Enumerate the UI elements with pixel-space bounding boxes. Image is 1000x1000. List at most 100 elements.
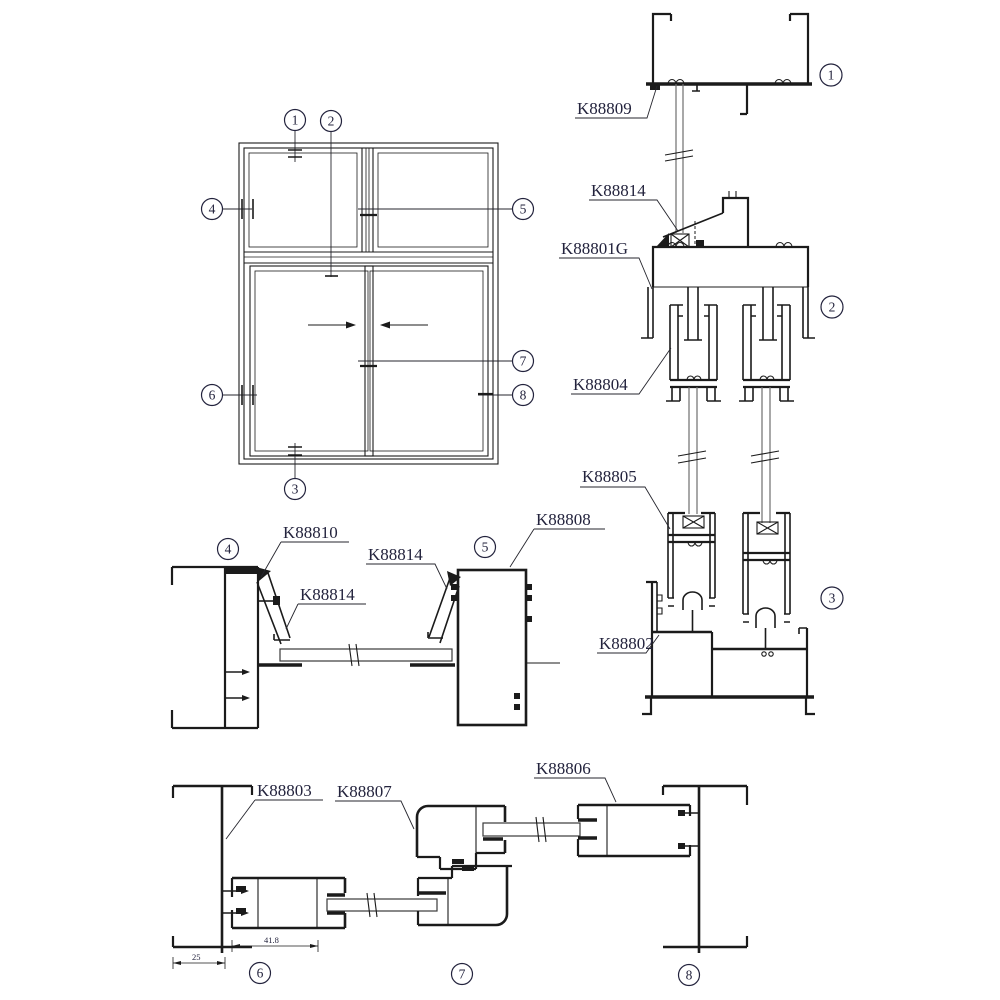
elevation-marker-1-num: 1	[292, 113, 299, 128]
detail-marker-6-num: 6	[257, 966, 264, 981]
elevation-marker-4: 4	[200, 197, 224, 221]
detail-marker-3-num: 3	[829, 591, 836, 606]
fixed-pane-right	[377, 152, 489, 248]
elevation-marker-5-num: 5	[520, 202, 527, 217]
sash-bottom-right-walls	[742, 513, 791, 614]
head-frame-profile	[651, 12, 810, 84]
elevation-marker-4-num: 4	[209, 202, 216, 217]
elevation-marker-8-num: 8	[520, 388, 527, 403]
leader-k88801g	[559, 257, 653, 290]
elevation-leaders	[222, 130, 513, 479]
detail-marker-7: 7	[450, 962, 474, 986]
elevation-marker-3-num: 3	[292, 482, 299, 497]
jamb-profile-right	[663, 784, 747, 953]
detail-marker-8-num: 8	[686, 968, 693, 983]
frame-inner	[243, 147, 494, 460]
sash-top-right-walls	[742, 305, 791, 380]
dimension-25: 25	[172, 952, 226, 969]
detail-marker-1: 1	[819, 63, 843, 87]
section-1-detail: 1 K88809	[575, 12, 843, 233]
part-label-k88803: K88803	[257, 781, 312, 800]
transom	[244, 251, 493, 264]
leader-k88805	[580, 486, 671, 530]
elevation-marker-7-num: 7	[520, 354, 527, 369]
detail-marker-4: 4	[216, 537, 240, 561]
section-2-detail: 2 K88814 K88801G	[559, 181, 844, 341]
roller-left	[682, 591, 703, 632]
glass-break-symbol-2	[348, 643, 360, 667]
part-label-k88814-top: K88814	[591, 181, 646, 200]
sliding-sash-left	[249, 265, 374, 457]
detail-marker-1-num: 1	[828, 68, 835, 83]
elevation-marker-1: 1	[283, 108, 307, 132]
interlock-profiles-k88807	[415, 804, 512, 927]
part-label-k88801g: K88801G	[561, 239, 628, 258]
head-gaskets	[667, 78, 792, 85]
part-label-k88802: K88802	[599, 634, 654, 653]
sliding-track-rails	[684, 287, 777, 341]
glass-clamp-k88805-left	[682, 515, 705, 529]
part-label-k88804: K88804	[573, 375, 628, 394]
leader-k88809	[575, 85, 658, 119]
transom-upstand-block	[721, 196, 750, 247]
glass-pane-vertical-2	[688, 387, 698, 514]
section-4-5-detail: 4 5 K88810 K88814 K88814 K88808	[170, 510, 605, 730]
elevation-view: 1 2 3 4 5 6 7 8	[200, 108, 535, 501]
elevation-marker-3: 3	[283, 477, 307, 501]
elevation-marker-2-num: 2	[328, 114, 335, 129]
glass-pane-horizontal-1	[279, 648, 453, 662]
detail-marker-8: 8	[677, 963, 701, 987]
transom-outer-walls	[641, 287, 815, 339]
detail-marker-5: 5	[473, 535, 497, 559]
glass-break-symbol	[664, 149, 694, 162]
elevation-marker-5: 5	[511, 197, 535, 221]
dimension-41-8: 41.8	[231, 935, 319, 952]
part-label-k88806: K88806	[536, 759, 591, 778]
part-label-k88810: K88810	[283, 523, 338, 542]
part-label-k88807: K88807	[337, 782, 392, 801]
part-label-k88814-low: K88814	[300, 585, 355, 604]
elevation-marker-7: 7	[511, 349, 535, 373]
part-label-k88805: K88805	[582, 467, 637, 486]
part-label-k88808: K88808	[536, 510, 591, 529]
leader-k88808	[509, 528, 605, 568]
glass-pane-horizontal-3	[482, 822, 581, 837]
leader-k88814-mid	[366, 563, 448, 590]
leader-k88810	[260, 541, 349, 578]
detail-marker-7-num: 7	[459, 967, 466, 982]
detail-marker-2: 2	[820, 295, 844, 319]
detail-marker-4-num: 4	[225, 542, 232, 557]
section-6-7-8-detail: 41.8 25	[171, 759, 749, 987]
part-label-k88809: K88809	[577, 99, 632, 118]
leader-k88806	[534, 777, 617, 803]
glass-pane-horizontal-2	[326, 898, 438, 912]
sash-top-left-walls	[669, 305, 718, 380]
leader-k88807	[335, 800, 415, 830]
mullion-profile-k88808	[456, 568, 528, 727]
leader-k88814-low	[285, 603, 366, 630]
wedge-k88810	[256, 567, 271, 581]
sill-profile-k88802	[642, 580, 815, 716]
slide-arrows	[308, 321, 428, 329]
elevation-markers: 1 2 3 4 5 6 7 8	[200, 108, 535, 501]
sash-bottom-left-walls	[667, 513, 716, 598]
leader-k88802	[597, 634, 660, 654]
glass-pane-vertical-3	[761, 387, 771, 523]
elevation-marker-6: 6	[200, 383, 224, 407]
jamb-profile-4	[170, 565, 260, 730]
detail-marker-3: 3	[820, 586, 844, 610]
roller-right	[755, 607, 776, 649]
sash-profile-6	[232, 876, 347, 930]
fixed-pane-left	[248, 152, 358, 248]
elevation-marker-6-num: 6	[209, 388, 216, 403]
frame-outer	[238, 142, 499, 465]
part-label-k88814-mid: K88814	[368, 545, 423, 564]
leader-k88814-top	[589, 199, 679, 232]
leader-k88804	[571, 347, 672, 395]
transom-frame-k88801g	[651, 245, 810, 287]
gasket-k88814-left	[273, 596, 280, 605]
sash-top-profiles: K88804	[571, 304, 794, 523]
section-3-detail: 3 K88805 K88802	[580, 467, 844, 716]
